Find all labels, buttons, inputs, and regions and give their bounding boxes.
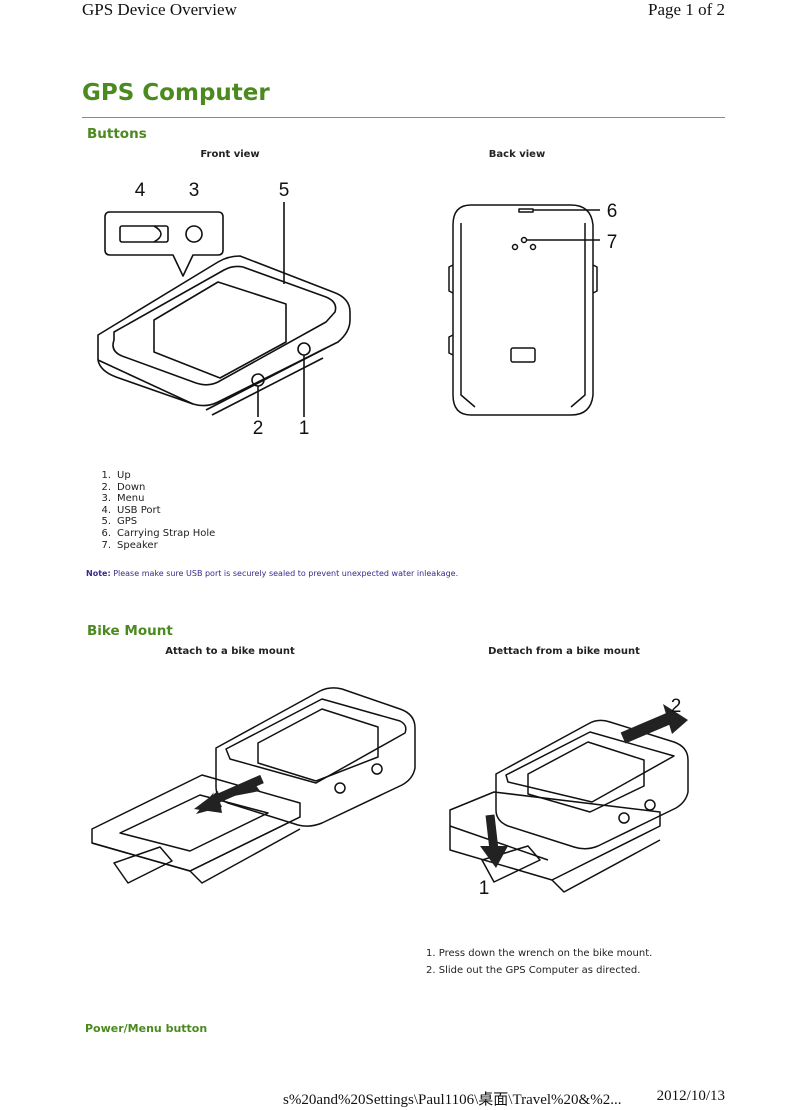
list-item: 4.USB Port — [101, 504, 161, 516]
header-title: GPS Device Overview — [82, 0, 237, 19]
list-item: 1. Press down the wrench on the bike mou… — [426, 948, 653, 959]
callout-1: 1 — [299, 418, 310, 439]
attach-illustration — [91, 687, 416, 884]
list-item: 2. Slide out the GPS Computer as directe… — [426, 964, 641, 976]
callout-6: 6 — [607, 201, 618, 222]
buttons-heading: Buttons — [87, 126, 147, 142]
callout-3: 3 — [189, 180, 200, 201]
list-item: 2.Down — [101, 481, 146, 493]
detach-caption: Dettach from a bike mount — [488, 646, 640, 657]
callout-2: 2 — [253, 418, 264, 439]
list-item: 6.Carrying Strap Hole — [101, 527, 216, 539]
title-divider — [82, 117, 725, 118]
list-item: 1.Up — [101, 470, 131, 481]
list-item: 7.Speaker — [101, 539, 158, 551]
footer-date: 2012/10/13 — [656, 1088, 725, 1104]
back-view-caption: Back view — [488, 149, 546, 160]
note-text: Please make sure USB port is securely se… — [113, 569, 459, 578]
button-list: 1.Up 2.Down 3.Menu 4.USB Port 5.GPS 6.Ca… — [88, 470, 215, 551]
list-item: 3.Menu — [101, 493, 145, 505]
front-view-illustration: 4 3 5 2 1 — [97, 180, 351, 439]
callout-2-detach: 2 — [671, 696, 682, 717]
page-title: GPS Computer — [82, 80, 270, 106]
callout-7: 7 — [607, 232, 618, 253]
detach-illustration: 2 1 — [449, 696, 689, 899]
list-item: 5.GPS — [101, 516, 138, 528]
attach-caption: Attach to a bike mount — [165, 646, 295, 657]
header-page-number: Page 1 of 2 — [648, 0, 725, 19]
callout-4: 4 — [135, 180, 146, 201]
detach-steps: 1. Press down the wrench on the bike mou… — [426, 946, 652, 979]
power-menu-heading: Power/Menu button — [85, 1022, 208, 1035]
back-view-illustration: 6 7 — [448, 201, 618, 416]
footer-path: s%20and%20Settings\Paul1106\桌面\Travel%20… — [283, 1092, 622, 1108]
front-view-caption: Front view — [200, 149, 260, 160]
bike-mount-heading: Bike Mount — [87, 623, 173, 639]
callout-1-detach: 1 — [479, 878, 490, 899]
note-label: Note: — [86, 569, 111, 578]
usb-note: Note: Please make sure USB port is secur… — [86, 569, 458, 578]
callout-5: 5 — [279, 180, 290, 201]
